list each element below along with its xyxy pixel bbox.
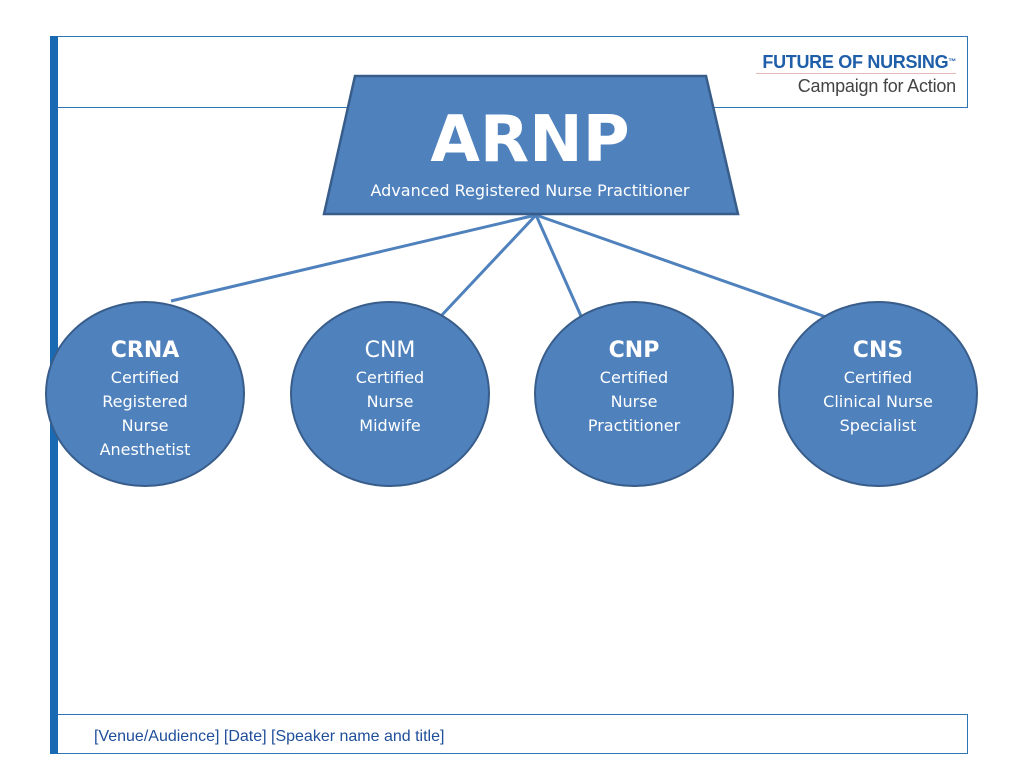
cnp-line-2: Nurse (610, 392, 658, 411)
root-node-shape (322, 74, 740, 216)
connector-crna (170, 213, 537, 303)
crna-line-2: Registered (102, 392, 188, 411)
cnm-line-1: Certified (355, 368, 425, 387)
cns-line-3: Specialist (839, 416, 917, 435)
crna-abbreviation: CRNA (110, 338, 180, 363)
crna-node: CRNA Certified Registered Nurse Anesthet… (55, 336, 235, 462)
logo-divider (756, 73, 956, 74)
cnp-node: CNP Certified Nurse Practitioner (544, 336, 724, 438)
crna-line-3: Nurse (121, 416, 169, 435)
connector-cnp (534, 214, 583, 317)
logo-subtitle: Campaign for Action (797, 76, 956, 96)
cns-line-2: Clinical Nurse (823, 392, 933, 411)
cnm-line-2: Nurse (366, 392, 414, 411)
crna-node-shape (45, 301, 245, 487)
cnm-abbreviation: CNM (364, 338, 416, 363)
cnp-abbreviation: CNP (608, 338, 660, 363)
footer-placeholder-text: [Venue/Audience] [Date] [Speaker name an… (94, 728, 445, 745)
cnm-node: CNM Certified Nurse Midwife (300, 336, 480, 438)
cnm-line-3: Midwife (359, 416, 421, 435)
cnm-node-shape (290, 301, 490, 487)
crna-line-4: Anesthetist (99, 440, 191, 459)
cns-node-shape (778, 301, 978, 487)
connector-cns (535, 213, 827, 319)
cnp-node-shape (534, 301, 734, 487)
cns-node: CNS Certified Clinical Nurse Specialist (788, 336, 968, 438)
cnp-line-3: Practitioner (587, 416, 681, 435)
cnp-line-1: Certified (599, 368, 669, 387)
logo-trademark: ™ (948, 57, 956, 66)
footer-frame (58, 714, 968, 754)
cns-line-1: Certified (843, 368, 913, 387)
cns-abbreviation: CNS (852, 338, 904, 363)
future-of-nursing-logo: FUTURE OF NURSING™ Campaign for Action (756, 52, 956, 97)
root-node-full-name: Advanced Registered Nurse Practitioner (370, 181, 690, 200)
root-node-abbreviation: ARNP (430, 103, 630, 177)
crna-line-1: Certified (110, 368, 180, 387)
connector-cnm (439, 213, 538, 318)
logo-title: FUTURE OF NURSING (762, 52, 949, 72)
